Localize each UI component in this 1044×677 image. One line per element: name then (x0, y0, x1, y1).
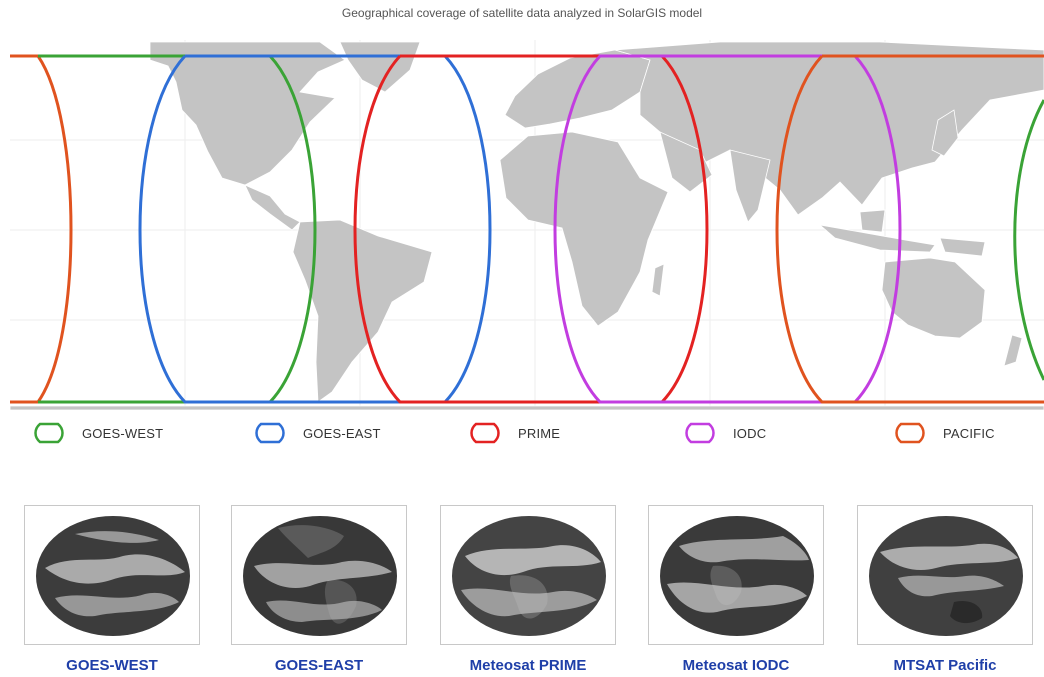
new-zealand (1003, 334, 1023, 367)
satellite-image-goes-east (231, 505, 407, 645)
borneo (859, 209, 886, 233)
legend-label: PRIME (518, 425, 561, 441)
earth-disk-icon (36, 516, 190, 636)
legend-item-goes-east: GOES-EAST (255, 418, 381, 448)
footprint-goes-west (38, 54, 317, 404)
legend-item-iodc: IODC (685, 418, 766, 448)
japan (931, 109, 959, 157)
figure-title: Geographical coverage of satellite data … (341, 6, 703, 20)
earth-disk-icon (243, 516, 397, 636)
caption-goes-west: GOES-WEST (66, 657, 158, 674)
footprint-pacific-left (10, 54, 73, 404)
hexagon-icon (470, 422, 500, 444)
satellite-image-mtsat-pacific (857, 505, 1033, 645)
coverage-footprints (10, 54, 1044, 404)
earth-disk-icon (869, 516, 1023, 636)
india (729, 149, 771, 223)
central-america (244, 184, 301, 231)
north-america (149, 41, 346, 186)
legend-label: GOES-WEST (82, 425, 164, 441)
caption-meteosat-iodc: Meteosat IODC (682, 657, 790, 674)
legend-item-prime: PRIME (470, 418, 560, 448)
legend-label: PACIFIC (943, 425, 995, 441)
earth-disk-icon (452, 516, 606, 636)
hexagon-icon (895, 422, 925, 444)
africa (499, 131, 669, 327)
satellite-image-goes-west (24, 505, 200, 645)
hexagon-icon (255, 422, 285, 444)
footprint-pacific-right (775, 54, 1044, 404)
legend-label: IODC (733, 425, 767, 441)
satellite-image-meteosat-iodc (648, 505, 824, 645)
hexagon-icon (685, 422, 715, 444)
arabian-peninsula (659, 131, 713, 193)
satellite-image-meteosat-prime (440, 505, 616, 645)
hexagon-icon (34, 422, 64, 444)
land-masses (9, 41, 1044, 410)
footprint-goes-west-right (1013, 99, 1044, 381)
antarctica (9, 405, 1044, 410)
indonesia (818, 224, 936, 253)
caption-goes-east: GOES-EAST (274, 657, 364, 674)
legend-item-pacific: PACIFIC (895, 418, 995, 448)
caption-meteosat-prime: Meteosat PRIME (469, 657, 587, 674)
world-coverage-map (9, 40, 1044, 410)
caption-mtsat-pacific: MTSAT Pacific (893, 657, 997, 674)
legend-label: GOES-EAST (303, 425, 381, 441)
new-guinea (939, 237, 986, 257)
legend-item-goes-west: GOES-WEST (34, 418, 163, 448)
earth-disk-icon (660, 516, 814, 636)
madagascar (651, 263, 665, 297)
australia (881, 257, 986, 339)
